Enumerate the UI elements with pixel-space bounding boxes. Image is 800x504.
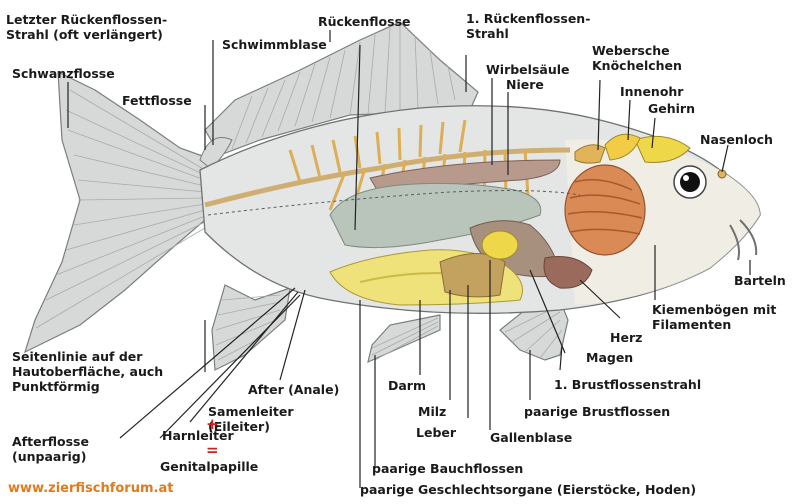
label-paarige-geschlechtsorgane: paarige Geschlechtsorgane (Eierstöcke, H… bbox=[360, 482, 696, 497]
label-erster-brustflossenstrahl: 1. Brustflossenstrahl bbox=[554, 377, 701, 392]
gallbladder bbox=[482, 231, 518, 259]
label-paarige-brustflossen: paarige Brustflossen bbox=[524, 404, 670, 419]
eye bbox=[674, 166, 706, 198]
tail-fin bbox=[25, 72, 208, 352]
label-magen: Magen bbox=[586, 350, 633, 365]
pelvic-fin bbox=[368, 315, 440, 362]
label-after: After (Anale) bbox=[248, 382, 339, 397]
label-gallenblase: Gallenblase bbox=[490, 430, 572, 445]
anal-fin bbox=[212, 285, 290, 370]
label-erster-rueckenflossenstrahl: 1. Rückenflossen- Strahl bbox=[466, 11, 590, 41]
website-url: www.zierfischforum.at bbox=[8, 481, 173, 496]
label-schwanzflosse: Schwanzflosse bbox=[12, 66, 115, 81]
label-niere: Niere bbox=[506, 77, 544, 92]
label-seitenlinie: Seitenlinie auf der Hautoberfläche, auch… bbox=[12, 349, 163, 394]
label-letzter-rueckenflossenstrahl: Letzter Rückenflossen- Strahl (oft verlä… bbox=[6, 12, 167, 42]
label-harnleiter: Harnleiter bbox=[162, 428, 234, 443]
label-darm: Darm bbox=[388, 378, 426, 393]
label-innenohr: Innenohr bbox=[620, 84, 683, 99]
label-nasenloch: Nasenloch bbox=[700, 132, 773, 147]
gill-arches bbox=[565, 165, 645, 255]
label-paarige-bauchflossen: paarige Bauchflossen bbox=[372, 461, 523, 476]
label-wirbelsaeule: Wirbelsäule bbox=[486, 62, 569, 77]
label-schwimmblase: Schwimmblase bbox=[222, 37, 327, 52]
label-genitalpapille: Genitalpapille bbox=[160, 459, 258, 474]
label-webersche-knoechelchen: Webersche Knöchelchen bbox=[592, 43, 682, 73]
equals-sign: = bbox=[206, 441, 219, 459]
label-fettflosse: Fettflosse bbox=[122, 93, 192, 108]
label-leber: Leber bbox=[416, 425, 456, 440]
label-barteln: Barteln bbox=[734, 273, 786, 288]
label-afterflosse: Afterflosse (unpaarig) bbox=[12, 434, 89, 464]
label-herz: Herz bbox=[610, 330, 642, 345]
label-kiemenboegen: Kiemenbögen mit Filamenten bbox=[652, 302, 776, 332]
label-milz: Milz bbox=[418, 404, 446, 419]
label-gehirn: Gehirn bbox=[648, 101, 695, 116]
label-rueckenflosse: Rückenflosse bbox=[318, 14, 411, 29]
